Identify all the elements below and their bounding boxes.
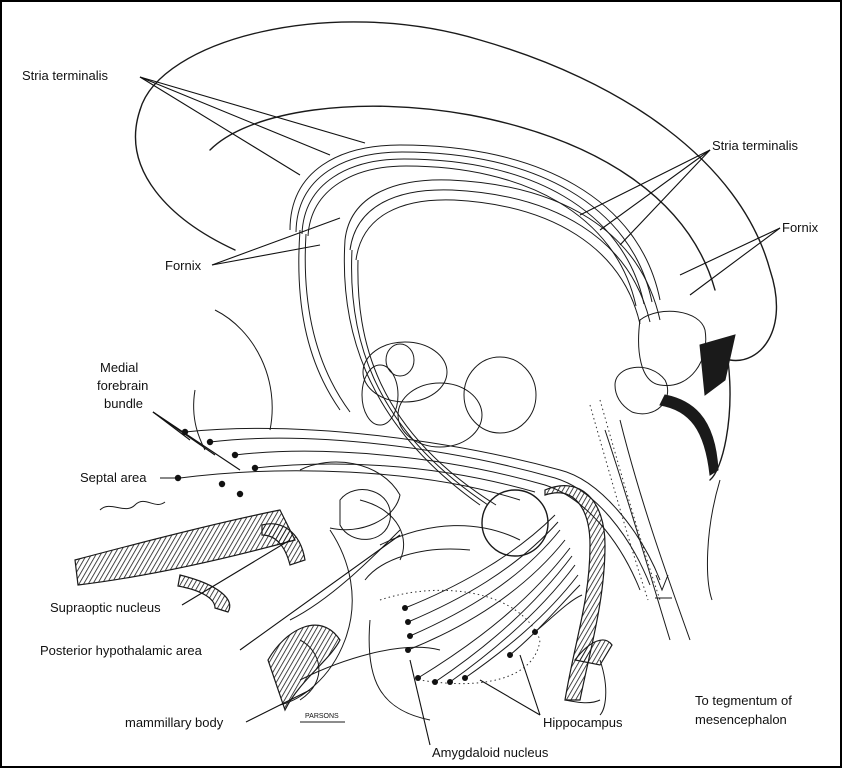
artist-signature: PARSONS [305, 713, 339, 720]
posterior-fornix-crus [614, 310, 736, 481]
stria-terminalis-tract [289, 144, 661, 307]
fiber-origin-dots [174, 428, 259, 498]
hippocampal-formation [267, 485, 613, 716]
label-stria-terminalis-right: Stria terminalis [712, 138, 798, 153]
label-fornix-left: Fornix [165, 258, 202, 273]
hemisphere-outline [139, 21, 778, 362]
label-medial-forebrain-line2: forebrain [97, 378, 148, 393]
label-tegmentum-line1: To tegmentum of [695, 693, 792, 708]
medial-forebrain-bundle-fibers [179, 427, 661, 591]
label-stria-terminalis-left: Stria terminalis [22, 68, 108, 83]
label-amygdaloid-nucleus: Amygdaloid nucleus [432, 745, 549, 760]
leader-lines [139, 76, 781, 746]
septal-structures [193, 309, 405, 561]
amygdala-nucleus-dots [402, 605, 538, 685]
optic-nerve [74, 509, 306, 613]
cingulate-arc [209, 105, 716, 291]
label-septal-area: Septal area [80, 470, 147, 485]
label-posterior-hypothalamic-area: Posterior hypothalamic area [40, 643, 203, 658]
hypothalamic-region [279, 525, 521, 706]
label-hippocampus: Hippocampus [543, 715, 623, 730]
hemisphere-inner-arc [134, 109, 236, 251]
label-tegmentum-line2: mesencephalon [695, 712, 787, 727]
cut-line [99, 500, 166, 511]
thalamic-nuclei [361, 341, 537, 448]
amygdala-fibers [404, 514, 583, 683]
label-supraoptic-nucleus: Supraoptic nucleus [50, 600, 161, 615]
label-medial-forebrain-line3: bundle [104, 396, 143, 411]
label-mammillary-body: mammillary body [125, 715, 224, 730]
label-fornix-right: Fornix [782, 220, 819, 235]
label-medial-forebrain-line1: Medial [100, 360, 138, 375]
tegmentum-arrow [655, 574, 669, 592]
mammillary-body-sphere [481, 489, 549, 557]
fornix-tract [298, 179, 661, 506]
